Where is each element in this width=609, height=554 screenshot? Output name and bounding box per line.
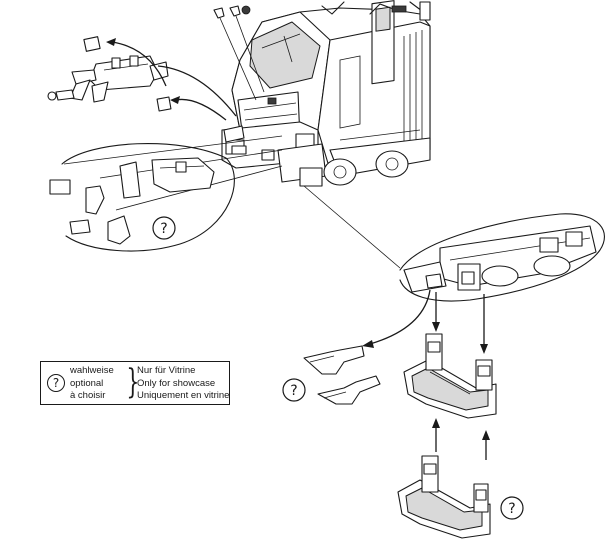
- legend-meanings: Nur für Vitrine Only for showcase Unique…: [137, 365, 229, 403]
- legend-meaning-en: Only for showcase: [137, 377, 216, 389]
- locomotive: [221, 0, 431, 187]
- question-mark-middle: ?: [290, 383, 297, 399]
- upper-coupler-assembly: [47, 36, 247, 155]
- legend-term-fr: à choisir: [70, 390, 106, 401]
- legend-box: ? wahlweise optional à choisir } Nur für…: [40, 361, 230, 405]
- disassembly-arrows: [362, 289, 488, 354]
- question-mark-bottom: ?: [508, 501, 515, 517]
- legend-meaning-de: Nur für Vitrine: [137, 365, 196, 376]
- legend-term-de: wahlweise: [70, 365, 114, 376]
- left-callout: ?: [49, 135, 283, 252]
- assembly-arrows: [432, 418, 490, 460]
- legend-terms: wahlweise optional à choisir: [70, 365, 114, 403]
- leader-line: [303, 185, 401, 269]
- legend-question-mark: ?: [47, 374, 65, 392]
- legend-term-en: optional: [70, 377, 104, 389]
- question-mark-left: ?: [160, 221, 167, 237]
- legend-meaning-fr: Uniquement en vitrine: [137, 390, 230, 401]
- roof-detail-parts: [213, 5, 265, 101]
- removed-couplers: ?: [282, 345, 381, 405]
- legend-brace: }: [126, 362, 140, 402]
- right-callout: [399, 213, 605, 302]
- pilot-upper: [403, 333, 497, 419]
- pilot-lower: ?: [397, 455, 524, 539]
